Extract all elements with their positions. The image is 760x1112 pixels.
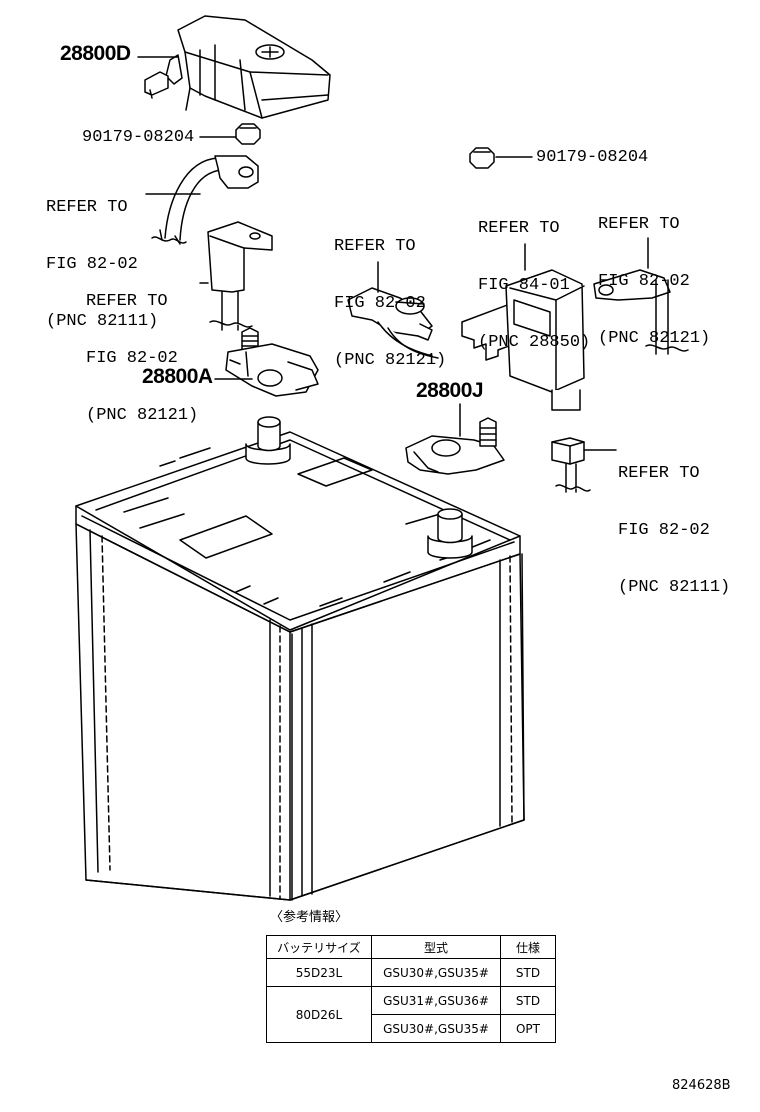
refer-note-5: REFER TO FIG 82-02 (PNC 82121) bbox=[598, 177, 710, 386]
table-header-size: バッテリサイズ bbox=[266, 935, 372, 959]
negative-terminal bbox=[405, 417, 505, 475]
part-label-bolt-left: 90179-08204 bbox=[82, 128, 195, 147]
table-cell-size: 55D23L bbox=[266, 958, 372, 987]
refer-note-line: (PNC 82121) bbox=[598, 329, 711, 348]
table-cell-model: GSU31#,GSU36# bbox=[371, 986, 501, 1015]
refer-note-4: REFER TO FIG 84-01 (PNC 28850) bbox=[478, 181, 590, 390]
refer-note-line: REFER TO bbox=[334, 237, 416, 256]
refer-note-line: FIG 82-02 bbox=[86, 349, 178, 368]
positive-terminal bbox=[225, 327, 319, 397]
refer-note-line: REFER TO bbox=[598, 215, 680, 234]
refer-note-3: REFER TO FIG 82-02 (PNC 82121) bbox=[334, 199, 446, 408]
refer-note-line: FIG 84-01 bbox=[478, 276, 570, 295]
table-row: 55D23L GSU30#,GSU35# STD bbox=[266, 958, 556, 987]
refer-note-line: (PNC 82111) bbox=[46, 312, 159, 331]
terminal-cover bbox=[144, 15, 331, 119]
part-label-28800D: 28800D bbox=[60, 42, 131, 65]
table-header-row: バッテリサイズ 型式 仕様 bbox=[266, 935, 556, 959]
battery bbox=[75, 416, 525, 901]
refer-note-2: REFER TO FIG 82-02 (PNC 82121) bbox=[86, 254, 198, 463]
refer-note-line: (PNC 82121) bbox=[86, 406, 199, 425]
table-header-model: 型式 bbox=[371, 935, 501, 959]
bolt-right bbox=[469, 147, 495, 169]
table-cell-spec: STD bbox=[500, 986, 556, 1015]
refer-note-line: (PNC 82121) bbox=[334, 351, 447, 370]
table-cell-size: 80D26L bbox=[266, 986, 372, 1043]
reference-caption: 〈参考情報〉 bbox=[270, 910, 349, 925]
table-cell-spec: STD bbox=[500, 958, 556, 987]
refer-note-line: FIG 82-02 bbox=[46, 255, 138, 274]
refer-note-line: REFER TO bbox=[478, 219, 560, 238]
bracket-left bbox=[199, 221, 273, 331]
current-sensor bbox=[461, 243, 585, 411]
part-label-bolt-right: 90179-08204 bbox=[536, 148, 649, 167]
refer-note-line: (PNC 28850) bbox=[478, 333, 591, 352]
table-header-spec: 仕様 bbox=[500, 935, 556, 959]
table-row: GSU30#,GSU35# OPT bbox=[267, 1014, 556, 1043]
refer-note-line: FIG 82-02 bbox=[618, 521, 710, 540]
connector-right bbox=[551, 437, 617, 493]
table-cell-model: GSU30#,GSU35# bbox=[371, 1014, 501, 1043]
refer-note-line: REFER TO bbox=[618, 464, 700, 483]
bolt-left bbox=[235, 123, 261, 145]
refer-note-line: REFER TO bbox=[46, 198, 128, 217]
table-row: 80D26L GSU31#,GSU36# STD bbox=[266, 986, 556, 1043]
refer-note-6: REFER TO FIG 82-02 (PNC 82111) bbox=[618, 426, 730, 635]
cable-middle bbox=[347, 261, 439, 359]
refer-note-1: REFER TO FIG 82-02 (PNC 82111) bbox=[46, 160, 158, 369]
cable-left bbox=[145, 155, 259, 245]
refer-note-line: REFER TO bbox=[86, 292, 168, 311]
part-label-28800J: 28800J bbox=[416, 379, 484, 402]
table-cell-model: GSU30#,GSU35# bbox=[371, 958, 501, 987]
refer-note-line: FIG 82-02 bbox=[598, 272, 690, 291]
refer-note-line: FIG 82-02 bbox=[334, 294, 426, 313]
table-cell-spec: OPT bbox=[500, 1014, 556, 1043]
cable-right bbox=[593, 237, 689, 355]
refer-note-line: (PNC 82111) bbox=[618, 578, 731, 597]
part-label-28800A: 28800A bbox=[142, 365, 213, 388]
figure-code: 824628B bbox=[672, 1078, 731, 1093]
battery-spec-table: バッテリサイズ 型式 仕様 55D23L GSU30#,GSU35# STD 8… bbox=[266, 935, 556, 1043]
